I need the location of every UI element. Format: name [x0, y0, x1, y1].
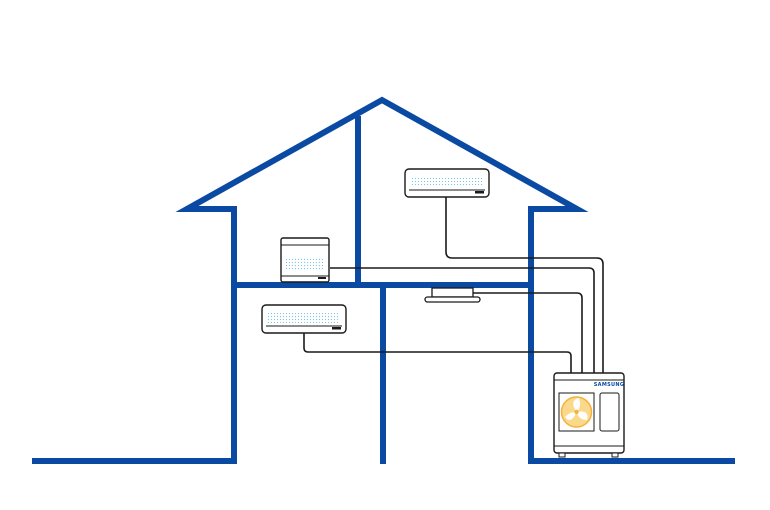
pipe-ceiling-unit — [452, 292, 583, 373]
pipe-upstairs-wall-unit — [445, 197, 604, 373]
indoor-unit-downstairs-wall — [261, 304, 347, 334]
fan-icon — [558, 392, 595, 432]
indoor-unit-ceiling-cassette — [424, 287, 481, 303]
house-outline — [175, 96, 589, 464]
indoor-unit-floor-console — [280, 237, 330, 283]
pipe-floor-console-unit — [330, 267, 595, 373]
indoor-unit-upstairs-wall — [404, 168, 490, 198]
outdoor-unit: SAMSUNG — [553, 372, 625, 458]
refrigerant-pipes — [303, 197, 604, 373]
pipe-downstairs-wall-unit — [303, 333, 572, 373]
outdoor-unit-service-panel — [599, 392, 620, 432]
brand-logo: SAMSUNG — [594, 382, 625, 388]
